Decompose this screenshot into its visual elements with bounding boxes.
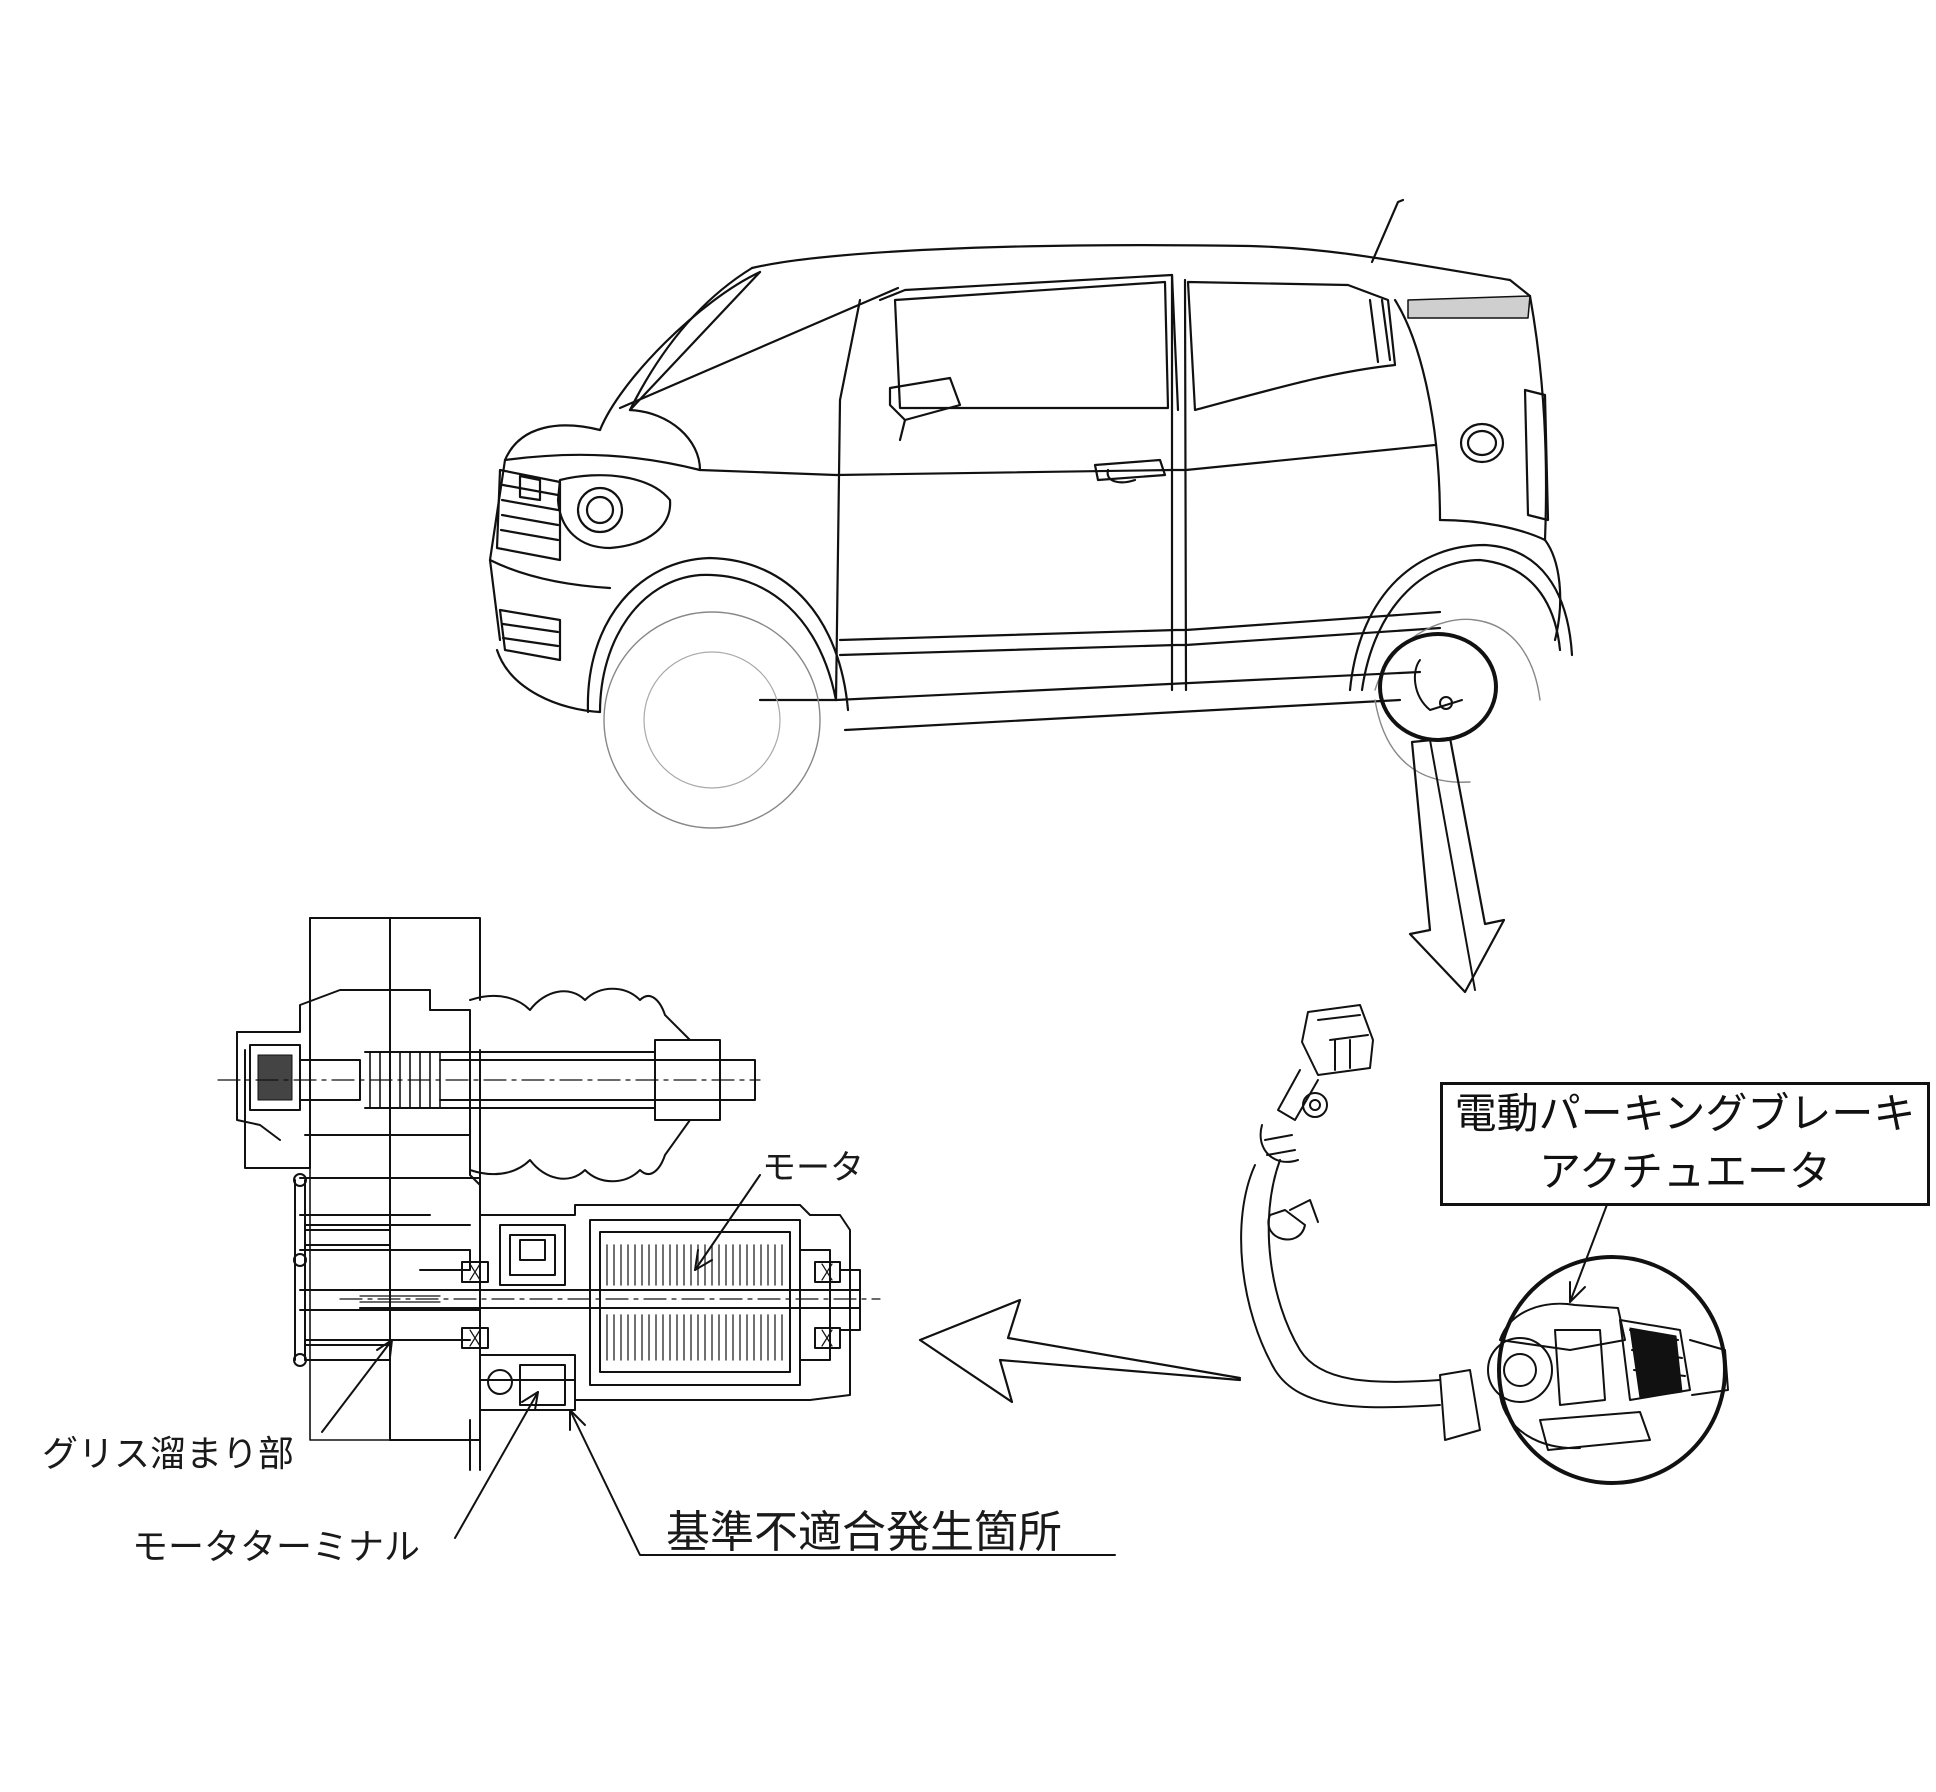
motor-label: モータ [762,1148,864,1188]
motor-terminal-label: モータターミナル [132,1527,421,1568]
nonconformity-location-label: 基準不適合発生箇所 [666,1507,1062,1558]
epb-actuator-label-line1: 電動パーキングブレーキ [1454,1089,1916,1138]
epb-label-leader [1569,1201,1609,1303]
vehicle-outline [488,198,1574,829]
grease-pocket-label: グリス溜まり部 [42,1434,295,1475]
epb-actuator-label-box: 電動パーキングブレーキ アクチュエータ [1440,1082,1930,1206]
actuator-zoom-circle [1487,1255,1729,1485]
callout-leaders [321,1174,1116,1556]
left-arrow [918,1298,1242,1404]
down-arrow [1408,736,1506,994]
actuator-illustration [1240,1004,1481,1441]
rear-wheel-callout [1378,632,1498,991]
epb-actuator-label-line2: アクチュエータ [1539,1147,1831,1196]
cross-section-drawing [217,917,881,1471]
